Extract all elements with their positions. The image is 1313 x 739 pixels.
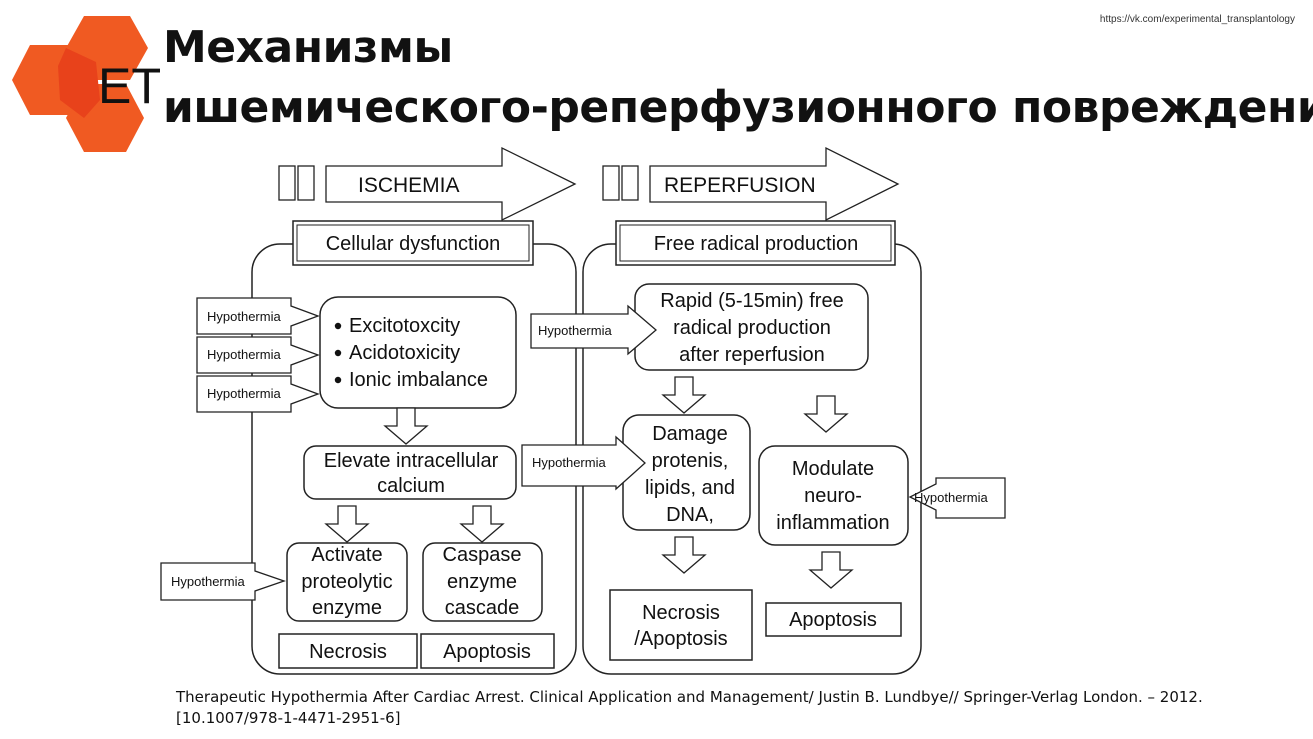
citation-line-2: [10.1007/978-1-4471-2951-6] [176,709,401,727]
rapid-line-2: radical production [673,317,831,339]
citation-line-1: Therapeutic Hypothermia After Cardiac Ar… [176,688,1203,706]
caspase-line-2: enzyme [447,571,517,593]
proteolytic-line-2: proteolytic [301,571,392,593]
hypothermia-arrow: Hypothermia [196,297,320,335]
proteolytic-line-1: Activate [311,544,382,566]
ischemia-glyph-box-2 [297,165,315,201]
bullet-dot [334,349,342,357]
bullet-acidotoxicity: Acidotoxicity [349,342,460,364]
left-header-inner [296,224,530,262]
right-header-inner [619,224,892,262]
down-arrow [324,505,370,543]
hypothermia-label: Hypothermia [914,490,988,505]
hypothermia-label: Hypothermia [171,574,245,589]
damage-line-2: protenis, [652,450,729,472]
damage-line-4: DNA, [666,504,714,526]
bullet-dot [334,376,342,384]
hypothermia-label: Hypothermia [207,309,281,324]
rapid-line-3: after reperfusion [679,344,825,366]
logo-letters: ET [98,58,160,114]
hypothermia-arrow: Hypothermia [521,435,646,491]
hypothermia-label: Hypothermia [207,386,281,401]
hypothermia-arrow: Hypothermia [196,375,320,413]
down-arrow [459,505,505,543]
caspase-node [422,542,543,622]
proteolytic-node [286,542,408,622]
right-apoptosis-box [765,602,902,637]
reperfusion-glyph-box-1 [602,165,620,201]
modulate-node [758,445,909,546]
modulate-line-3: inflammation [776,512,889,534]
left-apoptosis-box [420,633,555,669]
down-arrow [803,395,849,433]
damage-line-3: lipids, and [645,477,735,499]
left-necrosis-box [278,633,418,669]
reperfusion-label: REPERFUSION [664,174,816,197]
down-arrow [661,536,707,574]
citation: Therapeutic Hypothermia After Cardiac Ar… [176,687,1203,729]
right-header-text: Free radical production [654,233,859,255]
caspase-line-1: Caspase [443,544,522,566]
right-apoptosis-text: Apoptosis [789,609,877,631]
hypothermia-arrow: Hypothermia [160,562,286,601]
left-header-text: Cellular dysfunction [326,233,501,255]
ischemia-arrow [325,146,577,222]
caspase-line-3: cascade [445,597,520,619]
left-necrosis-text: Necrosis [309,641,387,663]
cellular-mechanisms-node [319,296,517,409]
hypothermia-label: Hypothermia [538,323,612,338]
calcium-line-1: Elevate intracellular [324,450,499,472]
title-line-2: ишемического-реперфузионного повреждения [163,82,1313,133]
right-necrosis-line-1: Necrosis [642,602,720,624]
reperfusion-glyph-box-2 [621,165,639,201]
rapid-line-1: Rapid (5-15min) free [660,290,843,312]
bullet-excitotoxicity: Excitotoxcity [349,315,460,337]
down-arrow [808,551,854,589]
right-necrosis-apoptosis-box [609,589,753,661]
modulate-line-1: Modulate [792,458,874,480]
logo-core [58,48,100,118]
hypothermia-arrow-left-pointing: Hypothermia [908,477,1006,519]
damage-line-1: Damage [652,423,728,445]
down-arrow [661,376,707,414]
calcium-line-2: calcium [377,475,445,497]
ischemia-glyph-box-1 [278,165,296,201]
hypothermia-label: Hypothermia [207,347,281,362]
page-title: Механизмы ишемического-реперфузионного п… [163,18,1313,138]
ischemia-label: ISCHEMIA [358,174,460,197]
source-url[interactable]: https://vk.com/experimental_transplantol… [1099,14,1295,25]
reperfusion-arrow [649,146,900,222]
modulate-line-2: neuro- [804,485,862,507]
calcium-node [303,445,517,500]
bullet-dot [334,322,342,330]
right-necrosis-line-2: /Apoptosis [634,628,727,650]
hypothermia-arrow: Hypothermia [530,304,657,356]
et-logo: ET [12,16,160,152]
left-apoptosis-text: Apoptosis [443,641,531,663]
bullet-ionic-imbalance: Ionic imbalance [349,369,488,391]
hypothermia-arrow: Hypothermia [196,336,320,374]
title-line-1: Механизмы [163,22,453,73]
proteolytic-line-3: enzyme [312,597,382,619]
down-arrow [383,407,429,445]
hypothermia-label: Hypothermia [532,455,606,470]
